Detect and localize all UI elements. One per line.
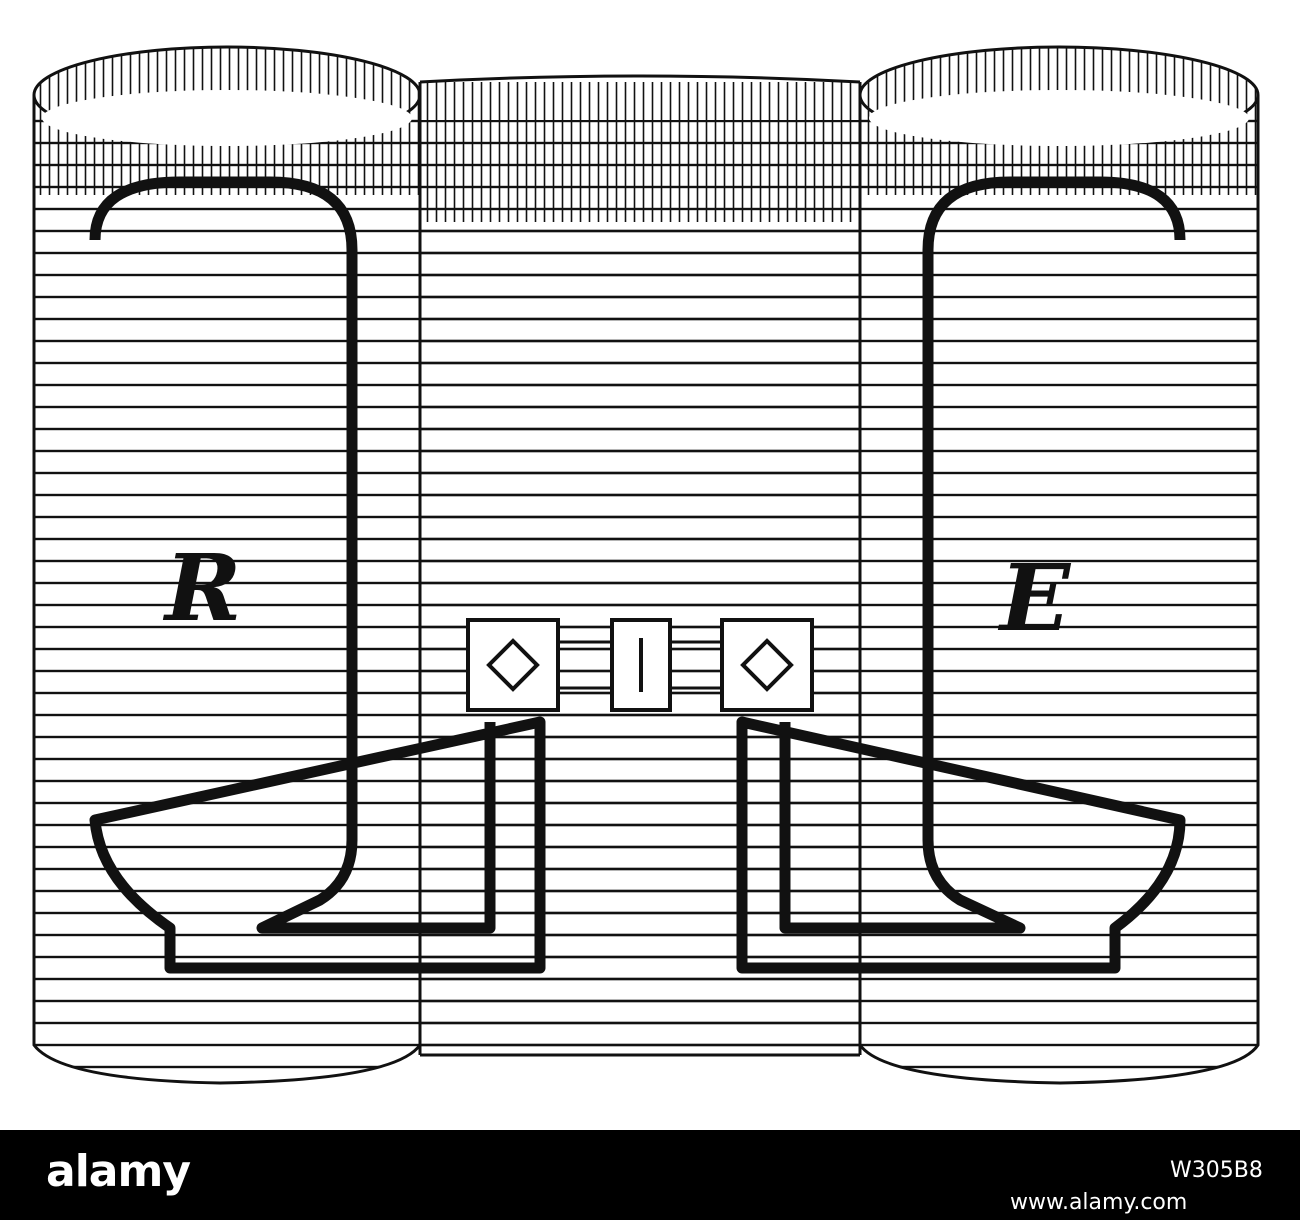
watermark-footer xyxy=(0,1130,1300,1220)
wire-connections xyxy=(558,640,722,690)
watermark-url: www.alamy.com xyxy=(1010,1190,1188,1215)
left-inner-vessel xyxy=(89,176,546,974)
right-vessel-label: E xyxy=(997,544,1072,652)
watermark-wordmark: alamy xyxy=(46,1146,191,1197)
engraving-figure: R E xyxy=(32,45,1260,1085)
right-terminal xyxy=(720,618,814,712)
right-inner-vessel xyxy=(736,176,1186,974)
watermark-image-id: W305B8 xyxy=(1170,1158,1263,1183)
left-terminal xyxy=(466,618,560,712)
central-switch xyxy=(610,618,672,712)
left-vessel-label: R xyxy=(162,534,241,642)
